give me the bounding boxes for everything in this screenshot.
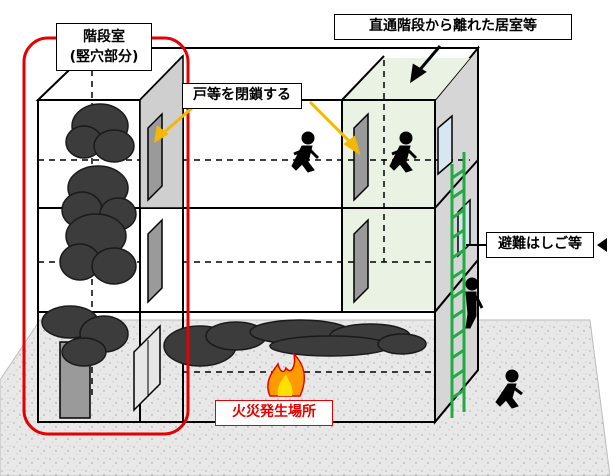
callout-arrows bbox=[153, 100, 361, 156]
running-person-icon bbox=[291, 131, 523, 409]
smoke-cloud-icon bbox=[41, 103, 137, 367]
fire-icon bbox=[267, 351, 306, 397]
stairwell-label: 階段室 (竪穴部分) bbox=[56, 23, 152, 71]
escape-ladder-icon bbox=[450, 152, 466, 418]
escape-ladder-label: 避難はしご等 bbox=[486, 232, 594, 258]
ladder-pointer-icon bbox=[597, 238, 607, 252]
fire-location-label: 火災発生場所 bbox=[215, 400, 333, 426]
remote-room-tint bbox=[342, 58, 470, 100]
stairwell-label-line1: 階段室 bbox=[83, 29, 125, 45]
remote-room-arrow bbox=[410, 45, 442, 84]
remote-room-label: 直通階段から離れた居室等 bbox=[334, 14, 572, 40]
stairwell-label-line2: (竪穴部分) bbox=[69, 49, 139, 65]
close-doors-label: 戸等を閉鎖する bbox=[182, 83, 302, 109]
smoke-ground-floor bbox=[163, 319, 427, 367]
